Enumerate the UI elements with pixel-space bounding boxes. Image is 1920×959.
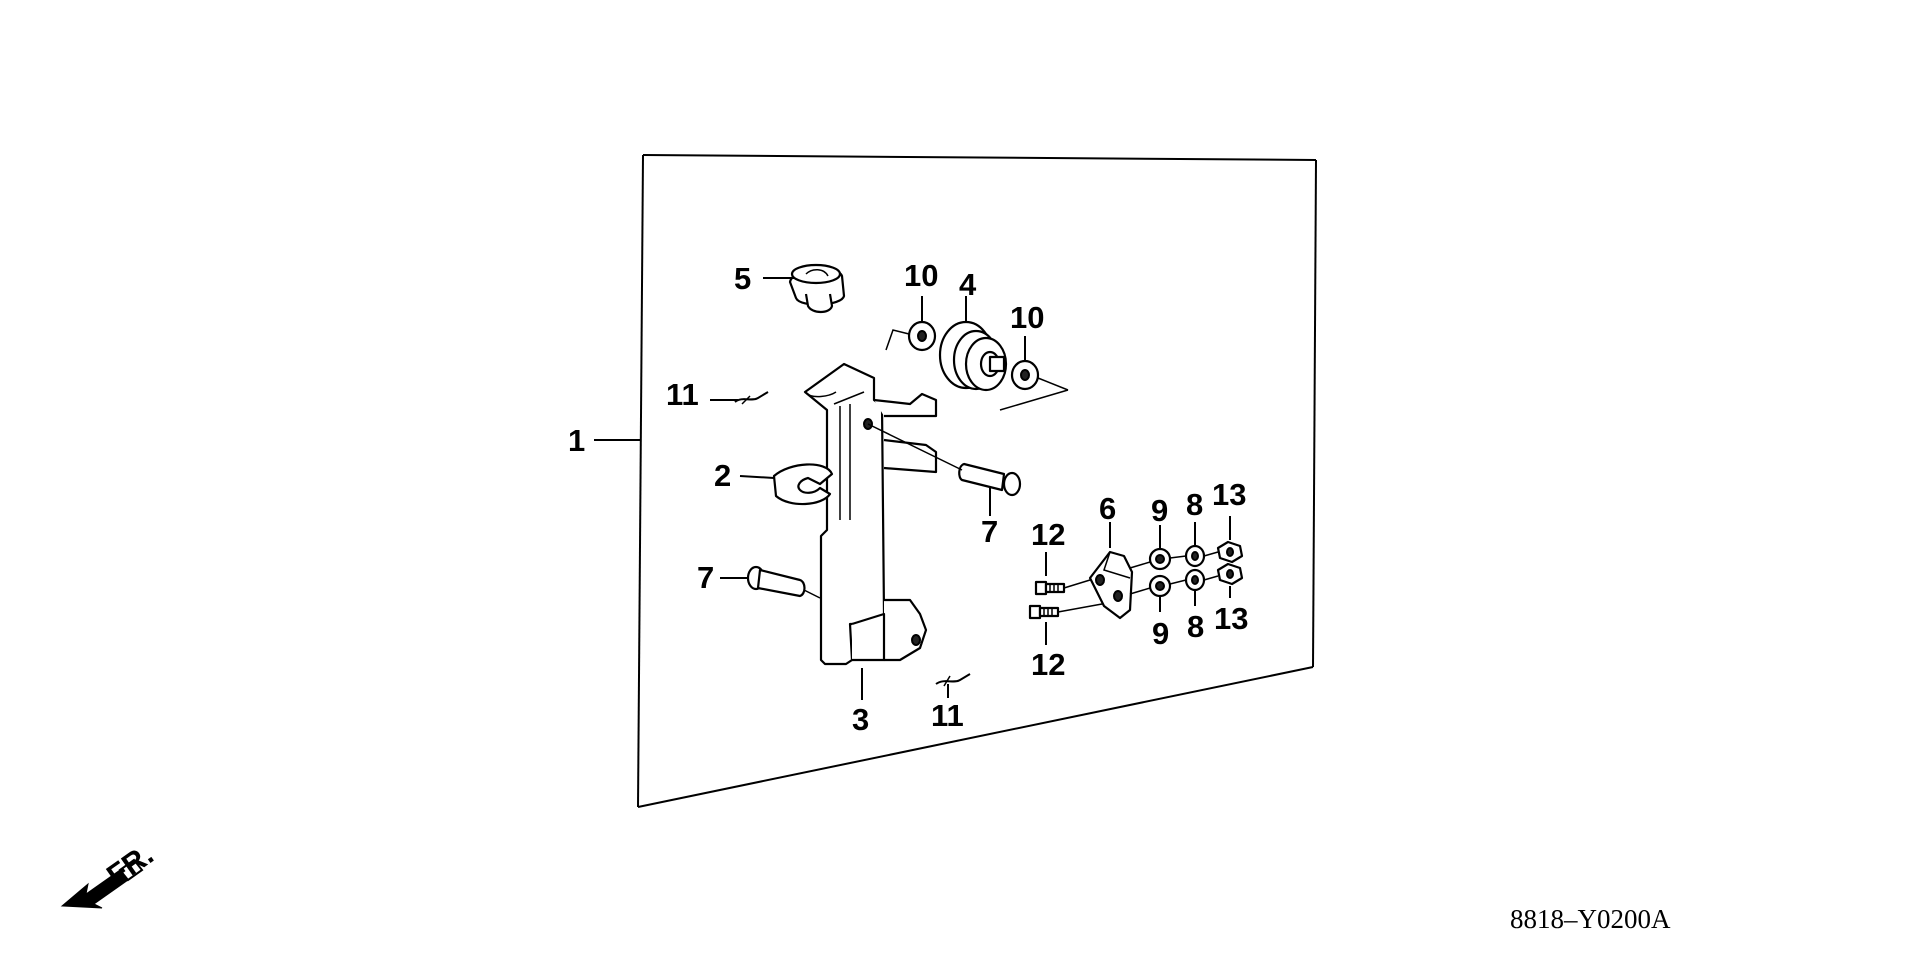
bolt-part-12-top xyxy=(1034,579,1091,596)
clamp-part-5 xyxy=(788,263,846,314)
pulley-part-4 xyxy=(938,320,1008,392)
callout-1: 1 xyxy=(568,423,585,458)
nut-part-13-top xyxy=(1216,540,1244,564)
axis-13-bottom xyxy=(1203,575,1219,581)
kit-boundary xyxy=(637,154,1317,808)
washer-part-9-top xyxy=(1148,547,1172,571)
washer-part-10-left xyxy=(907,320,937,352)
callout-3: 3 xyxy=(852,702,869,737)
leader-2 xyxy=(739,475,775,479)
axis-9-top xyxy=(1129,561,1151,569)
bracket-part-3 xyxy=(803,362,938,666)
axis-13-top xyxy=(1203,551,1219,557)
callout-6: 6 xyxy=(1099,491,1116,526)
axle-line-right-2 xyxy=(1037,377,1069,391)
callout-10-right: 10 xyxy=(1010,300,1044,335)
callout-4: 4 xyxy=(959,267,977,302)
callout-12-bottom: 12 xyxy=(1031,647,1065,682)
e-clip-part-2 xyxy=(772,463,834,506)
axis-8-bottom xyxy=(1169,579,1187,585)
washer-part-9-bottom xyxy=(1148,574,1172,598)
pin-part-7-left xyxy=(746,565,821,599)
front-arrow-icon xyxy=(60,858,144,909)
callout-8-bottom: 8 xyxy=(1187,609,1204,644)
nut-part-13-bottom xyxy=(1216,562,1244,586)
callout-10-left: 10 xyxy=(904,258,938,293)
axle-line-left xyxy=(885,329,910,351)
axis-8-top xyxy=(1169,555,1187,559)
callout-9-top: 9 xyxy=(1151,493,1168,528)
callout-2: 2 xyxy=(714,458,731,493)
callout-11-top: 11 xyxy=(666,377,699,412)
bolt-part-12-bottom xyxy=(1028,603,1103,620)
washer-part-8-bottom xyxy=(1184,568,1206,592)
washer-part-8-top xyxy=(1184,544,1206,568)
callout-12-top: 12 xyxy=(1031,517,1065,552)
callout-11-bottom: 11 xyxy=(931,698,964,733)
callout-8-top: 8 xyxy=(1186,487,1203,522)
figure-code: 8818–Y0200A xyxy=(1510,904,1671,934)
callout-7-right: 7 xyxy=(981,514,998,549)
axle-line-right-1 xyxy=(999,389,1069,411)
washer-part-10-right xyxy=(1010,359,1040,391)
callout-13-bottom: 13 xyxy=(1214,601,1248,636)
pin-part-7-right xyxy=(867,423,1022,497)
cotter-pin-part-11-top xyxy=(734,391,769,405)
callout-13-top: 13 xyxy=(1212,477,1246,512)
callout-7-left: 7 xyxy=(697,560,714,595)
plate-part-6 xyxy=(1088,550,1134,620)
cotter-pin-part-11-bottom xyxy=(935,673,971,687)
axis-9-bottom xyxy=(1129,587,1151,595)
callout-9-bottom: 9 xyxy=(1152,616,1169,651)
callout-5: 5 xyxy=(734,261,751,296)
